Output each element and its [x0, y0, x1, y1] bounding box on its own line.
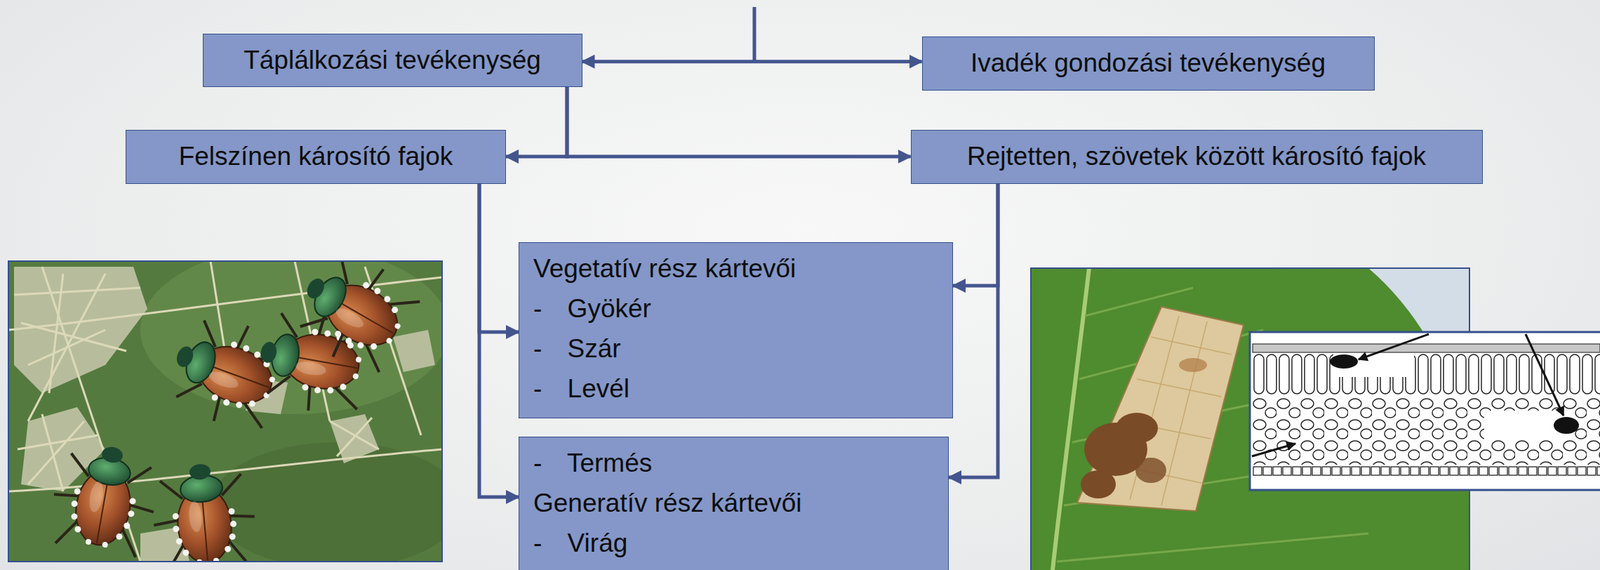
- beetle: [148, 459, 259, 562]
- mine-net: [1108, 315, 1232, 506]
- box-text: - Virág: [533, 522, 628, 563]
- process-box: - TermésGeneratív rész kártevői- Virág: [518, 436, 949, 570]
- frass: [1080, 357, 1208, 499]
- pointer-arrow: [1525, 334, 1564, 416]
- connector-arrow: [948, 183, 998, 478]
- process-box: Vegetatív rész kártevői- Gyökér- Szár- L…: [518, 242, 953, 419]
- box-text: Rejtetten, szövetek között károsító fajo…: [967, 141, 1426, 172]
- box-text: - Gyökér: [533, 288, 652, 329]
- inset-ground: [1249, 331, 1600, 490]
- larva: [1329, 354, 1358, 369]
- beetle: [283, 261, 425, 381]
- process-box: Rejtetten, szövetek között károsító fajo…: [910, 129, 1483, 184]
- cross-section-inset: [1249, 331, 1600, 490]
- connector-arrow: [505, 87, 568, 157]
- box-text: Vegetatív rész kártevői: [533, 248, 796, 289]
- box-text: Felszínen károsító fajok: [178, 141, 454, 172]
- connector-arrow: [479, 183, 519, 498]
- process-box: Táplálkozási tevékenység: [202, 33, 583, 88]
- stem-line: [752, 7, 757, 63]
- larva: [1553, 416, 1579, 434]
- midrib: [1052, 268, 1090, 570]
- beetle: [160, 306, 294, 438]
- mine: [1077, 306, 1244, 511]
- connector-arrow: [479, 183, 519, 333]
- connector-arrow: [567, 87, 911, 157]
- spongy-layer: [1252, 397, 1600, 465]
- pointer-arrow: [1358, 334, 1429, 360]
- box-text: Generatív rész kártevői: [533, 482, 802, 523]
- box-text: Ivadék gondozási tevékenység: [970, 47, 1326, 79]
- pointer-arrow: [1251, 443, 1296, 457]
- palisade-layer: [1252, 352, 1600, 396]
- box-text: Táplálkozási tevékenység: [243, 44, 542, 76]
- box-text: - Levél: [533, 368, 630, 409]
- beetle-photo: [8, 261, 443, 562]
- process-box: Felszínen károsító fajok: [125, 129, 506, 184]
- lower-epidermis: [1252, 465, 1600, 476]
- box-text: - Termés: [533, 442, 652, 483]
- connector-arrow: [952, 183, 998, 287]
- connector-arrow: [582, 59, 923, 64]
- box-text: - Szár: [533, 328, 622, 369]
- upper-epidermis: [1252, 343, 1600, 353]
- photo-frame: [8, 261, 443, 562]
- inset-frame: [1249, 331, 1600, 490]
- process-box: Ivadék gondozási tevékenység: [922, 36, 1375, 91]
- beetle: [45, 438, 164, 560]
